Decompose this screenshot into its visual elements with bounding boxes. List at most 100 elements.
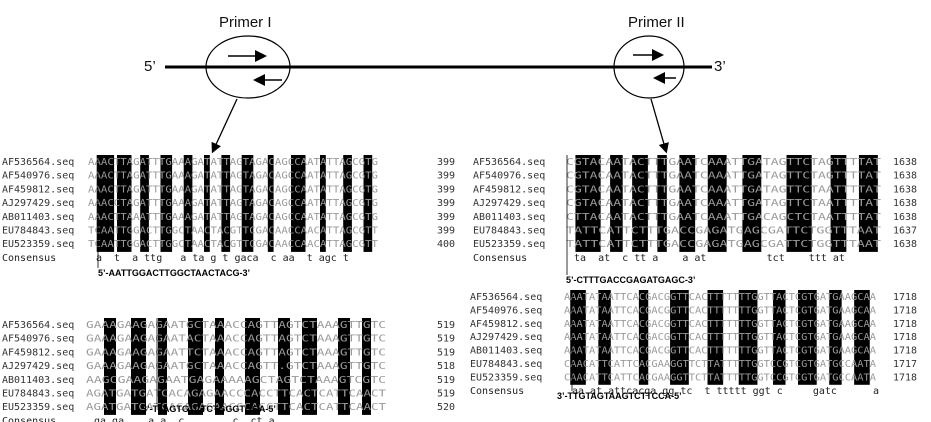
sequence-position: 1638 <box>893 198 917 209</box>
sequence-name: AJ297429.seq <box>2 361 74 372</box>
conserved-column-block <box>131 318 146 415</box>
primer-2-label: Primer II <box>628 14 685 31</box>
alignment-panel-bottom-left: AF536564.seq GAAAGAAGAGAATGCTAAACCAGTTAGT… <box>2 318 455 422</box>
sequence-residues: CGTACAATACTTTGAATCAAATTGATAGTTCTAATTTTAT <box>566 184 881 195</box>
conserved-column-block <box>575 155 601 252</box>
sequence-position: 399 <box>437 171 455 182</box>
sequence-residues: AAATATAATTCACGACGGTTCACTTTTTTTGGTTACTCGT… <box>564 319 876 330</box>
consensus-label: Consensus <box>2 416 56 422</box>
sequence-residues: AAACTTAGATTTGAAAGATATTAGTAGACAGCCAATATTA… <box>88 157 378 168</box>
consensus-sequence: ga ga a a c c ct a <box>94 416 275 422</box>
sequence-name: AF459812.seq <box>2 184 74 195</box>
sequence-position: 1637 <box>893 226 917 237</box>
consensus-label: Consensus <box>470 386 524 397</box>
conserved-column-block <box>670 290 689 385</box>
conserved-column-block <box>707 290 724 385</box>
sequence-residues: CAACATTCATTCACGAAGGTTCTTATTTTTGGTCCGTCGT… <box>564 359 876 370</box>
conserved-column-block <box>241 155 254 252</box>
sequence-position: 1718 <box>893 346 917 357</box>
sequence-residues: AAACTTAAATTTGAAAGATATTAGTAGACAGCCAATATTA… <box>88 212 378 223</box>
sequence-name: AF536564.seq <box>2 320 74 331</box>
sequence-position: 1638 <box>893 171 917 182</box>
sequence-name: AF540976.seq <box>470 305 542 316</box>
primer-1-circle <box>205 35 291 99</box>
sequence-residues: GAAAGAAGAGAATTCTAAACCAGTTAGTCTAAAGTTGTC <box>86 347 386 358</box>
conserved-column-block <box>278 318 290 415</box>
conserved-column-block <box>610 155 623 252</box>
conserved-column-block <box>570 290 586 385</box>
conserved-column-block <box>215 318 224 415</box>
conserved-column-block <box>96 155 115 252</box>
sequence-position: 1638 <box>893 212 917 223</box>
sequence-residues: TCAATTGGACTTGGCTAACTACGTTCGACAACCAACATTA… <box>88 239 378 250</box>
consensus-label: Consensus <box>473 253 527 264</box>
primer-1-label: Primer I <box>219 14 272 31</box>
sequence-residues: TCAATTGGACTTGGCTAACTACGTTCGACAACCAACATTA… <box>88 226 378 237</box>
conserved-column-block <box>221 155 231 252</box>
consensus-sequence: ta at c tt a a at tct ttt at <box>574 253 845 264</box>
sequence-residues: AAACTTAGATTTGAAAGATATTAGTAGACAGCCAATATTA… <box>88 171 378 182</box>
sequence-position: 1717 <box>893 359 917 370</box>
sequence-position: 399 <box>437 226 455 237</box>
sequence-name: AJ297429.seq <box>2 198 74 209</box>
sequence-position: 399 <box>437 184 455 195</box>
sequence-position: 520 <box>437 402 455 413</box>
sequence-name: AB011403.seq <box>473 212 545 223</box>
primer-1-pointer-arrow <box>211 98 238 154</box>
conserved-column-block <box>858 155 878 252</box>
primer-sequence: 5’-CTTTGACCGAGATGAGC-3’ <box>566 275 695 285</box>
sequence-name: AF536564.seq <box>473 157 545 168</box>
sequence-position: 1718 <box>893 305 917 316</box>
primer-2-pointer-arrow <box>650 98 669 154</box>
sequence-name: AF540976.seq <box>473 171 545 182</box>
sequence-name: AB011403.seq <box>2 212 74 223</box>
consensus-label: Consensus <box>2 253 56 264</box>
three-prime-label: 3’ <box>714 58 726 75</box>
sequence-residues: GAAAGAAGAGAATACTAAACCAGTTAGTCTAAAGTTGTC <box>86 334 386 345</box>
conserved-column-block <box>798 290 817 385</box>
sequence-name: EU523359.seq <box>2 402 74 413</box>
conserved-column-block <box>773 290 786 385</box>
sequence-residues: TATTCATTCTTTGACCGAGATGAGCGATTCTGGTTTAAT <box>566 239 881 250</box>
sequence-position: 519 <box>437 347 455 358</box>
conserved-column-block <box>830 155 847 252</box>
sequence-name: AF536564.seq <box>470 292 542 303</box>
conserved-column-block <box>140 155 149 252</box>
sequence-position: 1638 <box>893 157 917 168</box>
sequence-residues: GAAAGAAGAGAATGCTAAACCAGTTAGTCTAAAGTTGTC <box>86 320 386 331</box>
conserved-column-block <box>854 290 870 385</box>
sequence-name: AJ297429.seq <box>470 332 542 343</box>
sequence-residues: CAACATTCATTCACGAAGGTTCTTATTTTTGGTCCGTCGT… <box>564 372 876 383</box>
sequence-name: AJ297429.seq <box>473 198 545 209</box>
primer-sequence: 3’-TTGTAGTAAGTCTTCCA-5’ <box>557 391 682 401</box>
sequence-position: 399 <box>437 198 455 209</box>
sequence-name: EU784843.seq <box>2 226 74 237</box>
conserved-column-block <box>338 318 350 415</box>
sequence-name: AF540976.seq <box>2 171 74 182</box>
sequence-name: EU523359.seq <box>470 372 542 383</box>
sequence-name: AB011403.seq <box>470 346 542 357</box>
conserved-column-block <box>343 155 352 252</box>
sequence-residues: AGATGATGATCACAGAGAACCCACCTTCACTCATTCAACT <box>86 389 386 400</box>
conserved-column-block <box>786 155 812 252</box>
conserved-column-block <box>657 155 667 252</box>
conserved-column-block <box>160 155 173 252</box>
sequence-residues: TATTCATTCTTTGACCGAGATGAGCGATTCTGGTTTAAT <box>566 226 881 237</box>
sequence-residues: AGATGATGATCACAGAGAACCCACCTTCACTCATTCAACT <box>86 402 386 413</box>
sequence-position: 1718 <box>893 372 917 383</box>
conserved-column-block <box>738 290 758 385</box>
sequence-name: EU784843.seq <box>2 389 74 400</box>
sequence-residues: CGTACAATACTTTGAATCAAATTGATAGTTCTAGTTTTAT <box>566 157 881 168</box>
sequence-position: 1718 <box>893 319 917 330</box>
conserved-column-block <box>104 318 116 415</box>
conserved-column-block <box>707 155 727 252</box>
conserved-column-block <box>245 318 260 415</box>
consensus-sequence: a t a ttg a ta g t gaca c aa t agc t <box>96 253 349 264</box>
sequence-name: AF459812.seq <box>2 347 74 358</box>
sequence-name: EU784843.seq <box>473 226 545 237</box>
sequence-position: 399 <box>437 212 455 223</box>
sequence-position: 1638 <box>893 184 917 195</box>
